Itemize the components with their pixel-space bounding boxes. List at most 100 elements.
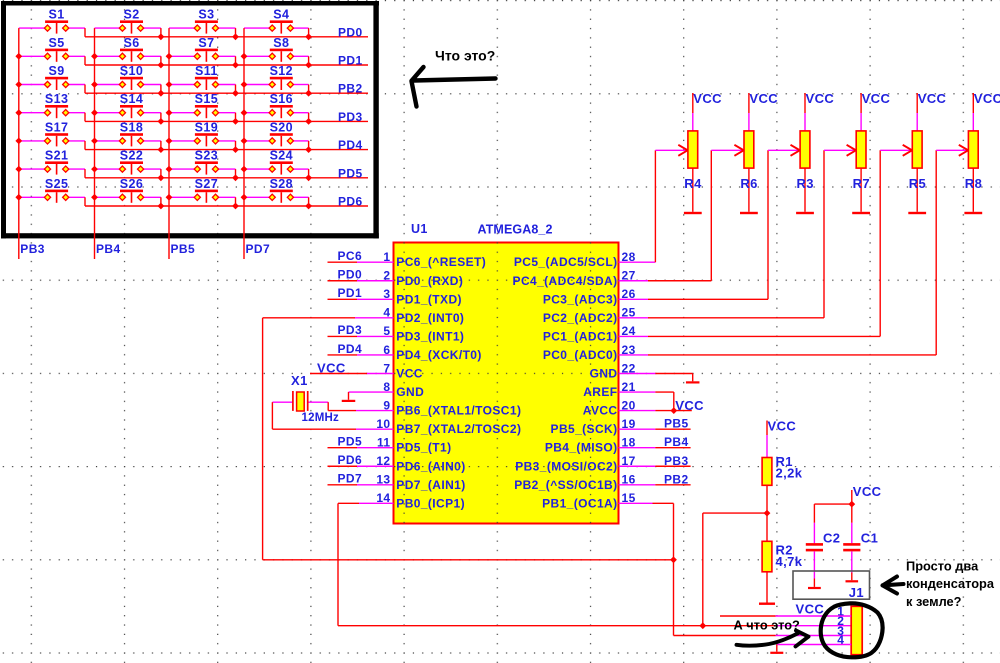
svg-text:PD6_(AIN0): PD6_(AIN0) [396,459,465,473]
svg-text:PB2: PB2 [338,82,363,96]
svg-text:VCC: VCC [806,91,835,106]
svg-text:PD3_(INT1): PD3_(INT1) [396,329,464,343]
svg-text:PC4_(ADC4/SDA): PC4_(ADC4/SDA) [513,274,618,288]
svg-text:13: 13 [376,473,390,487]
svg-text:2: 2 [837,614,844,628]
svg-text:R2: R2 [776,543,793,558]
svg-text:16: 16 [622,473,636,487]
svg-text:C1: C1 [861,530,878,545]
svg-text:PD6: PD6 [338,195,363,209]
svg-text:PB4_(MISO): PB4_(MISO) [545,441,618,455]
svg-text:PB5: PB5 [171,242,196,256]
svg-text:4: 4 [383,306,390,320]
svg-text:GND: GND [396,385,424,399]
svg-text:S11: S11 [195,64,218,78]
svg-text:к земле?: к земле? [906,594,962,609]
svg-text:S2: S2 [123,8,139,22]
svg-text:VCC: VCC [974,91,1000,106]
svg-text:S15: S15 [195,92,218,106]
svg-text:PD6: PD6 [338,453,363,467]
svg-text:R1: R1 [776,454,793,469]
svg-text:PB7_(XTAL2/TOSC2): PB7_(XTAL2/TOSC2) [396,422,521,436]
svg-text:12: 12 [376,454,390,468]
svg-text:R5: R5 [909,176,926,191]
svg-text:PC6: PC6 [338,249,363,263]
svg-text:S4: S4 [273,8,289,22]
svg-text:PD5: PD5 [338,435,363,449]
svg-text:S21: S21 [45,149,68,163]
svg-text:S3: S3 [198,8,214,22]
svg-text:PB5_(SCK): PB5_(SCK) [551,422,618,436]
svg-text:1: 1 [383,250,390,264]
svg-text:GND: GND [590,367,618,381]
svg-text:PD4_(XCK/T0): PD4_(XCK/T0) [396,348,481,362]
svg-text:Просто два: Просто два [906,559,979,574]
svg-text:R8: R8 [965,176,982,191]
svg-text:конденсатора: конденсатора [906,576,995,591]
svg-text:S14: S14 [120,92,143,106]
svg-text:PD3: PD3 [338,323,363,337]
svg-text:PC6_(^RESET): PC6_(^RESET) [396,255,486,269]
svg-text:20: 20 [622,398,636,412]
svg-text:S17: S17 [45,120,68,134]
svg-text:PD0: PD0 [338,268,363,282]
svg-text:S28: S28 [270,177,293,191]
svg-text:PC1_(ADC1): PC1_(ADC1) [543,329,618,343]
svg-text:PD4: PD4 [338,138,363,152]
svg-text:3: 3 [837,624,844,638]
svg-text:S18: S18 [120,120,143,134]
svg-text:9: 9 [383,398,390,412]
svg-text:PB2_(^SS/OC1B): PB2_(^SS/OC1B) [514,478,617,492]
svg-text:S16: S16 [270,92,293,106]
svg-text:PD2_(INT0): PD2_(INT0) [396,311,464,325]
svg-text:PB5: PB5 [664,417,689,431]
svg-text:3: 3 [383,287,390,301]
svg-text:PD7_(AIN1): PD7_(AIN1) [396,478,465,492]
svg-text:PB4: PB4 [664,435,689,449]
svg-text:S20: S20 [270,120,293,134]
svg-text:А что это?: А что это? [734,618,801,633]
svg-text:VCC: VCC [862,91,891,106]
svg-text:PC3_(ADC3): PC3_(ADC3) [543,292,618,306]
svg-text:PB0_(ICP1): PB0_(ICP1) [396,496,465,510]
svg-text:S27: S27 [195,177,218,191]
svg-text:S23: S23 [195,149,218,163]
svg-text:24: 24 [622,324,636,338]
svg-text:4: 4 [837,633,844,647]
svg-text:2,2k: 2,2k [776,466,803,481]
svg-text:28: 28 [622,250,636,264]
svg-text:S19: S19 [195,120,218,134]
svg-text:VCC: VCC [693,91,722,106]
svg-text:ATMEGA8_2: ATMEGA8_2 [478,223,553,237]
svg-text:AREF: AREF [583,385,617,399]
svg-text:S10: S10 [120,64,143,78]
svg-text:S8: S8 [273,36,289,50]
svg-text:10: 10 [376,417,390,431]
svg-text:PB3: PB3 [20,242,45,256]
svg-text:S1: S1 [49,8,65,22]
svg-text:PD1: PD1 [338,286,363,300]
svg-text:PB3_(MOSI/OC2): PB3_(MOSI/OC2) [515,459,617,473]
svg-text:22: 22 [622,361,636,375]
svg-text:PD5: PD5 [338,166,363,180]
svg-text:17: 17 [622,454,636,468]
svg-text:S9: S9 [49,64,65,78]
svg-text:AVCC: AVCC [583,404,618,418]
svg-text:4,7k: 4,7k [776,554,803,569]
svg-text:VCC: VCC [768,419,797,434]
svg-text:7: 7 [383,361,390,375]
svg-text:26: 26 [622,287,636,301]
svg-text:PB3: PB3 [664,454,689,468]
svg-text:6: 6 [383,343,390,357]
svg-text:C2: C2 [823,531,840,546]
svg-text:PD7: PD7 [338,472,363,486]
svg-text:15: 15 [622,491,636,505]
svg-text:18: 18 [622,436,636,450]
svg-text:PD1: PD1 [338,54,363,68]
svg-text:S5: S5 [49,36,65,50]
svg-text:S22: S22 [120,149,143,163]
svg-text:S6: S6 [123,36,139,50]
svg-text:S24: S24 [270,149,293,163]
svg-text:PD3: PD3 [338,110,363,124]
svg-text:S13: S13 [45,92,68,106]
